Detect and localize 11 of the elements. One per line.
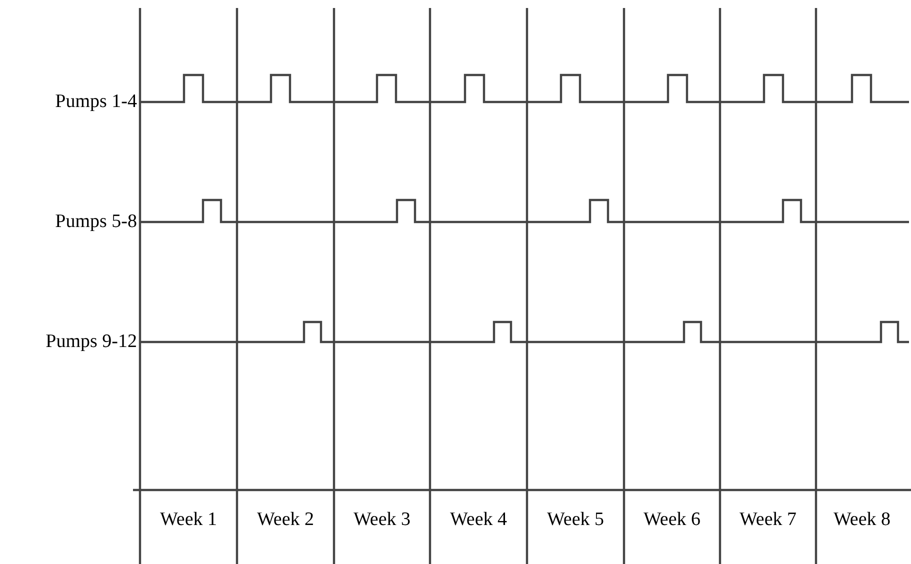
week-label: Week 4 <box>448 508 508 532</box>
week-label: Week 3 <box>352 508 412 532</box>
week-label: Week 5 <box>546 508 606 532</box>
week-label: Week 2 <box>256 508 316 532</box>
week-label: Week 8 <box>832 508 892 532</box>
week-label: Week 7 <box>738 508 798 532</box>
row-label: Pumps 9-12 <box>46 331 137 353</box>
row-label: Pumps 1-4 <box>55 91 137 113</box>
row-label: Pumps 5-8 <box>55 211 137 233</box>
week-label: Week 1 <box>158 508 218 532</box>
week-label: Week 6 <box>642 508 702 532</box>
